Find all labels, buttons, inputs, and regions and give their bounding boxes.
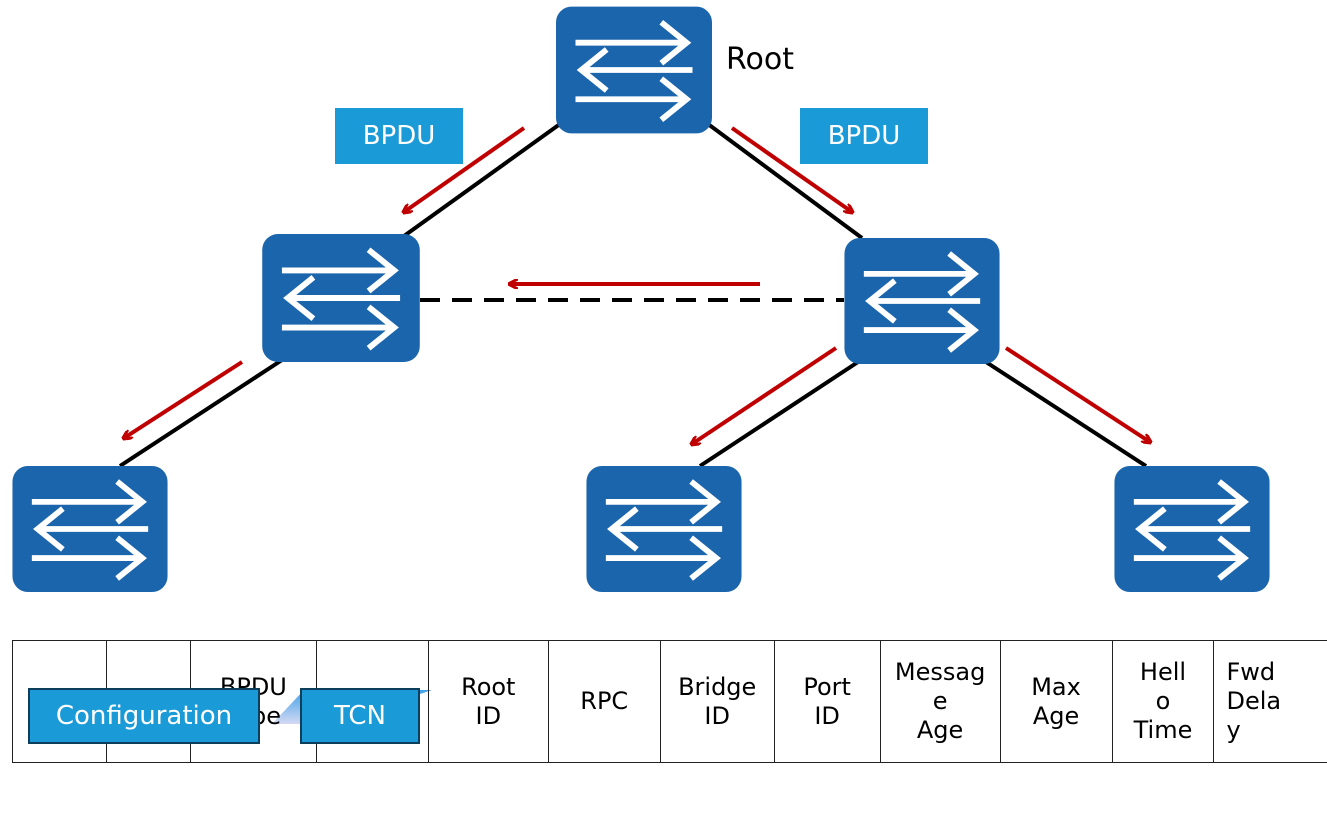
bpdu-type-configuration: Configuration [28,688,260,744]
flow-arrow-right-to-bottom-right [1004,346,1150,442]
link-left-bottom-left [118,358,284,468]
flow-arrow-root-to-left [404,126,526,212]
bpdu-type-tcn: TCN [300,688,420,744]
flow-arrow-left-to-bottom-left [124,360,244,438]
switch-bottom-left-icon [12,466,167,592]
field-hello-time: Hell o Time [1111,640,1215,763]
field-forward-delay: Fwd Dela y [1213,640,1327,763]
link-root-left [402,122,562,238]
bpdu-label-left: BPDU [335,108,463,164]
field-message-age: Messag e Age [879,640,1001,763]
field-max-age: Max Age [999,640,1113,763]
root-switch-icon [556,7,712,134]
switch-bottom-right-icon [1114,466,1269,592]
bpdu-format-row: PID PVI BPDU Type Flags Root ID RPC Brid… [12,640,1327,763]
flow-arrow-right-to-bottom-middle [692,346,838,444]
bpdu-flow-arrows [124,126,1150,444]
link-right-bottom-right [984,360,1148,468]
link-right-bottom-middle [698,360,860,468]
bpdu-label-right: BPDU [800,108,928,164]
root-label: Root [726,42,794,77]
switch-mid-right-icon [844,238,999,364]
link-root-right [706,122,864,240]
switch-bottom-middle-icon [586,466,741,592]
bpdu-format-table: PID PVI BPDU Type Flags Root ID RPC Brid… [12,640,1327,763]
field-root-id: Root ID [427,640,549,763]
switch-mid-left-icon [262,234,420,362]
field-bridge-id: Bridge ID [659,640,775,763]
flow-arrow-root-to-right [730,126,852,212]
field-port-id: Port ID [773,640,881,763]
field-rpc: RPC [547,640,661,763]
links [118,122,1148,468]
